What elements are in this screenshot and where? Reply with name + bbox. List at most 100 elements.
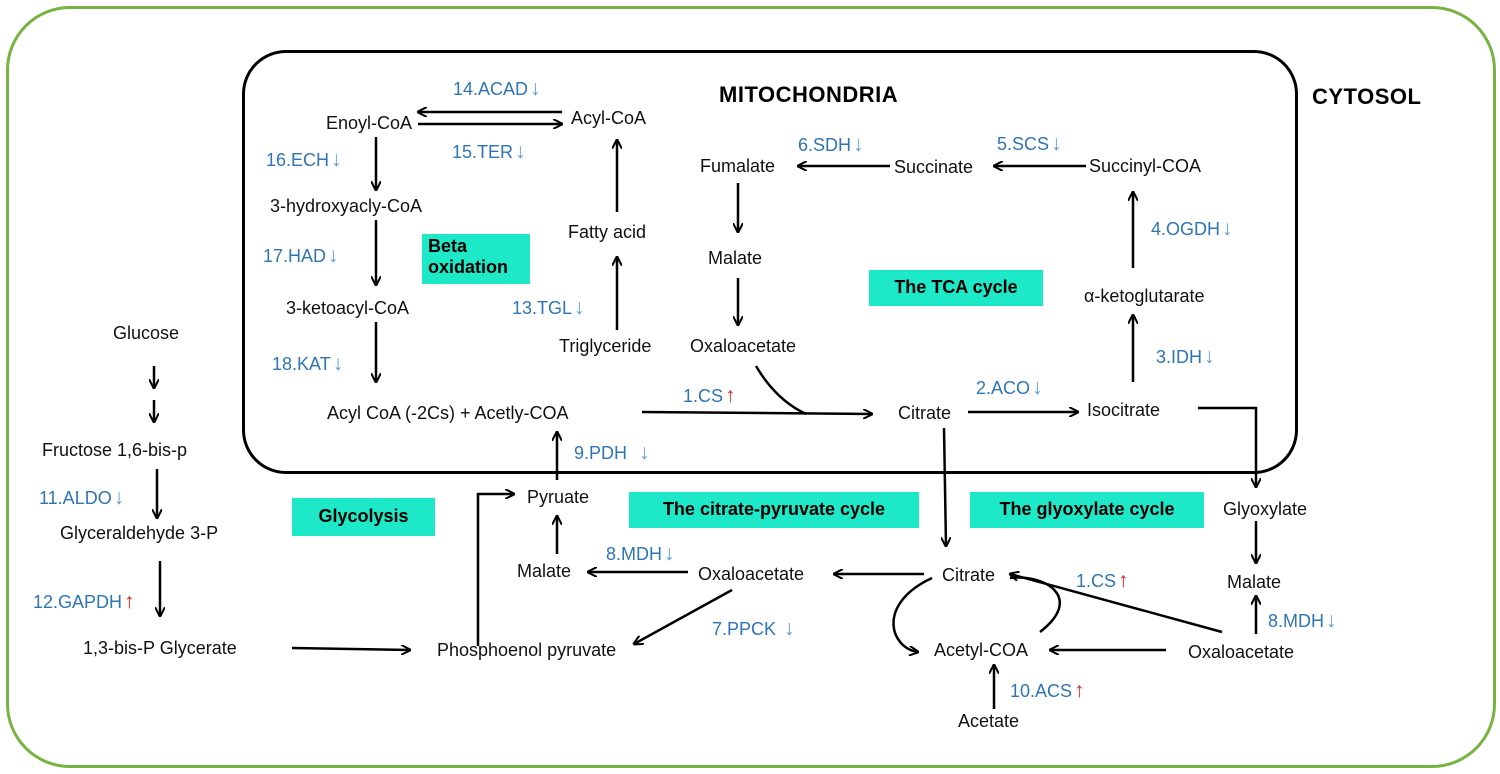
ter-down-arrow-icon: ↓ [515, 140, 526, 163]
enzyme-mdh-glyox: 8.MDH↓ [1268, 610, 1337, 631]
tgl-down-arrow-icon: ↓ [574, 296, 585, 319]
enzyme-ter-label: 15.TER [452, 142, 514, 162]
metabolite-3-hydroxyacyl-coa: 3-hydroxyacly-CoA [270, 196, 423, 216]
scs-down-arrow-icon: ↓ [1051, 132, 1062, 155]
kat-down-arrow-icon: ↓ [332, 352, 344, 375]
enzyme-acad: 14.ACAD↓ [453, 78, 541, 99]
arrow-bpg-pep [291, 648, 410, 650]
metabolite-glucose: Glucose [113, 323, 180, 343]
metabolite-fructose-bisp: Fructose 1,6-bis-p [42, 440, 188, 460]
enzyme-mdh-cyto-label: 8.MDH [606, 544, 663, 564]
enzyme-ppck-label: 7.PPCK [712, 619, 777, 639]
metabolite-oxaloacetate-mito: Oxaloacetate [690, 336, 797, 356]
arrow-oaa-cs [754, 365, 807, 416]
beta-oxidation-label-1: Beta [428, 236, 468, 256]
metabolite-phosphoenol-pyruvate: Phosphoenol pyruvate [437, 640, 617, 660]
metabolite-fatty-acid: Fatty acid [568, 222, 647, 242]
cytosol-border [6, 6, 1496, 768]
enzyme-ech: 16.ECH↓ [266, 149, 342, 170]
enzyme-ter: 15.TER↓ [452, 141, 526, 162]
metabolite-acetyl-coa-cyto: Acetyl-COA [934, 640, 1029, 660]
enzyme-gapdh: 12.GAPDH↑ [33, 591, 135, 612]
citrate-pyruvate-box: The citrate-pyruvate cycle [629, 492, 919, 528]
enzyme-scs: 5.SCS↓ [997, 133, 1062, 154]
glycolysis-box: Glycolysis [292, 498, 435, 536]
arrow-cs-cycle [1009, 576, 1062, 633]
mdh-glyox-down-arrow-icon: ↓ [1326, 609, 1337, 632]
metabolite-3-ketoacyl-coa: 3-ketoacyl-CoA [286, 298, 410, 318]
arrow-mito-citrate-out [944, 427, 946, 546]
glyoxylate-cycle-box: The glyoxylate cycle [970, 492, 1204, 528]
mitochondria-border [242, 50, 1298, 474]
metabolite-isocitrate: Isocitrate [1087, 400, 1161, 420]
ogdh-down-arrow-icon: ↓ [1222, 217, 1233, 240]
enzyme-sdh-label: 6.SDH [798, 135, 852, 155]
enzyme-kat-label: 18.KAT [272, 354, 331, 374]
enzyme-idh-label: 3.IDH [1156, 347, 1203, 367]
metabolite-glyoxylate: Glyoxylate [1223, 499, 1308, 519]
metabolite-malate-mito: Malate [708, 248, 763, 268]
enzyme-gapdh-label: 12.GAPDH [33, 592, 123, 612]
metabolite-citrate-mito: Citrate [898, 403, 952, 423]
enzyme-mdh-glyox-label: 8.MDH [1268, 611, 1325, 631]
aco-down-arrow-icon: ↓ [1032, 376, 1043, 399]
metabolite-enoyl-coa: Enoyl-CoA [326, 113, 413, 133]
arrow-to-citrate [641, 412, 872, 414]
metabolite-oxaloacetate-cyto: Oxaloacetate [698, 564, 805, 584]
enzyme-sdh: 6.SDH↓ [798, 134, 864, 155]
enzyme-cs-cyto-label: 1.CS [1076, 571, 1117, 591]
acad-down-arrow-icon: ↓ [530, 77, 541, 100]
metabolite-acetate: Acetate [958, 711, 1020, 731]
enzyme-aldo: 11.ALDO↓ [39, 487, 124, 508]
enzyme-aco: 2.ACO↓ [976, 377, 1043, 398]
pdh-down-arrow-icon: ↓ [639, 441, 650, 464]
aldo-down-arrow-icon: ↓ [113, 486, 125, 509]
metabolite-pyruate: Pyruate [527, 487, 590, 507]
enzyme-cs-cyto: 1.CS↑ [1076, 570, 1129, 591]
cs-cyto-up-arrow-icon: ↑ [1118, 569, 1129, 592]
enzyme-had-label: 17.HAD [263, 246, 327, 266]
metabolite-succinyl-coa: Succinyl-COA [1089, 156, 1202, 176]
enzyme-acad-label: 14.ACAD [453, 79, 529, 99]
idh-down-arrow-icon: ↓ [1204, 345, 1215, 368]
enzyme-pdh-label: 9.PDH [574, 443, 628, 463]
enzyme-cs-mito-label: 1.CS [683, 386, 724, 406]
metabolite-1-3-bisp-glycerate: 1,3-bis-P Glycerate [83, 638, 237, 658]
metabolite-acyl-coa: Acyl-CoA [571, 108, 647, 128]
had-down-arrow-icon: ↓ [328, 244, 339, 267]
enzyme-ogdh-label: 4.OGDH [1151, 219, 1221, 239]
metabolite-citrate-cyto: Citrate [942, 565, 996, 585]
metabolite-malate-cyto: Malate [517, 561, 572, 581]
enzyme-tgl-label: 13.TGL [512, 298, 573, 318]
enzyme-idh: 3.IDH↓ [1156, 346, 1215, 367]
arrow-ppck [634, 588, 733, 644]
arrow-pep-pyruate [476, 494, 514, 646]
metabolite-fumalate: Fumalate [700, 156, 776, 176]
enzyme-tgl: 13.TGL↓ [512, 297, 585, 318]
enzyme-had: 17.HAD↓ [263, 245, 339, 266]
cytosol-label: CYTOSOL [1312, 84, 1422, 109]
enzyme-ech-label: 16.ECH [266, 150, 330, 170]
enzyme-ppck: 7.PPCK ↓ [712, 618, 795, 639]
beta-oxidation-label-2: oxidation [428, 256, 508, 277]
metabolite-triglyceride: Triglyceride [559, 336, 652, 356]
enzyme-mdh-cyto: 8.MDH↓ [606, 543, 675, 564]
enzyme-ogdh: 4.OGDH↓ [1151, 218, 1233, 239]
tca-cycle-box: The TCA cycle [869, 270, 1043, 306]
metabolite-alpha-ketoglutarate: α-ketoglutarate [1084, 286, 1205, 306]
enzyme-aldo-label: 11.ALDO [39, 488, 112, 508]
acs-up-arrow-icon: ↑ [1074, 679, 1085, 702]
enzyme-pdh: 9.PDH ↓ [574, 442, 650, 463]
sdh-down-arrow-icon: ↓ [853, 133, 864, 156]
metabolite-succinate: Succinate [894, 157, 974, 177]
ech-down-arrow-icon: ↓ [331, 148, 342, 171]
gapdh-up-arrow-icon: ↑ [124, 590, 135, 613]
enzyme-kat: 18.KAT↓ [272, 353, 343, 374]
metabolite-malate-glyox: Malate [1227, 572, 1282, 592]
enzyme-aco-label: 2.ACO [976, 378, 1031, 398]
enzyme-scs-label: 5.SCS [997, 134, 1050, 154]
enzyme-acs-label: 10.ACS [1010, 681, 1073, 701]
ppck-down-arrow-icon: ↓ [784, 617, 795, 640]
metabolite-oxaloacetate-glyox: Oxaloacetate [1188, 642, 1295, 662]
